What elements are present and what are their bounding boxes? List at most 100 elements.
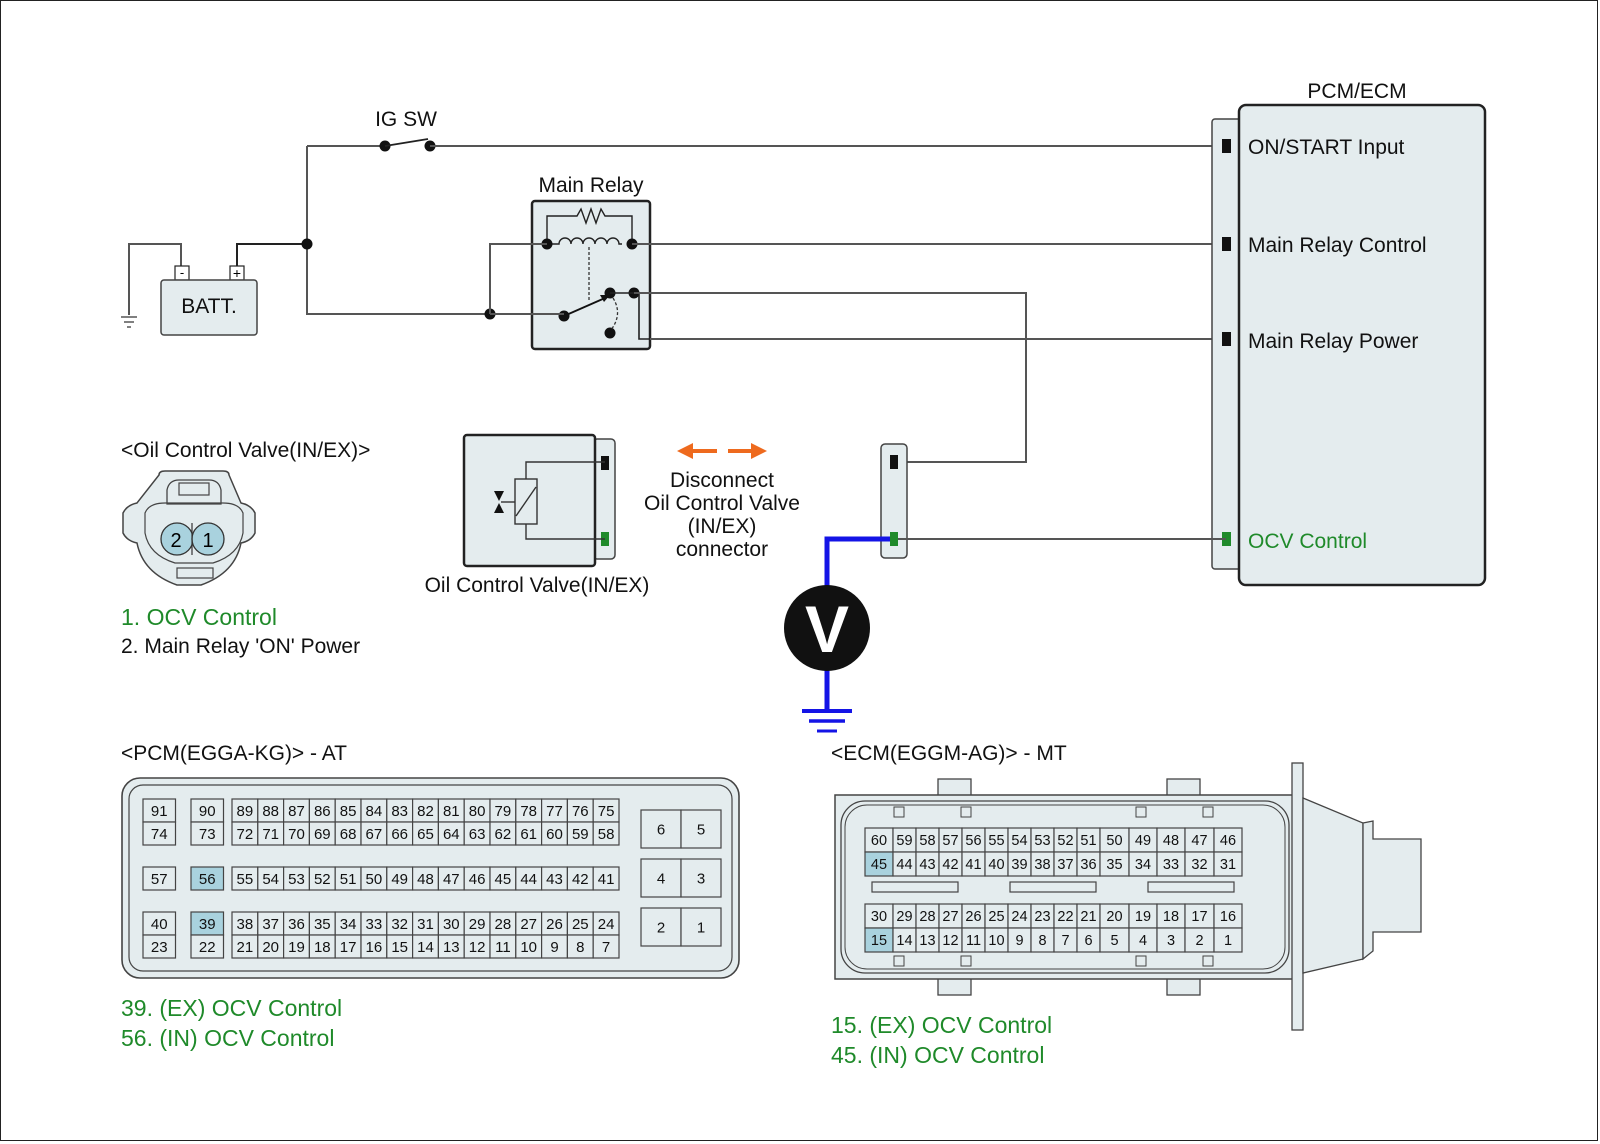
pcm-pin-number: 77 bbox=[546, 803, 563, 820]
disconnect-note-line: Disconnect bbox=[670, 469, 774, 492]
disconnect-note: Disconnect Oil Control Valve (IN/EX) con… bbox=[644, 443, 800, 561]
battery-label: BATT. bbox=[181, 295, 237, 318]
pcm-power-pin bbox=[680, 907, 722, 947]
ecm-pin bbox=[1213, 851, 1243, 877]
ecm-pin-number: 33 bbox=[1163, 857, 1179, 873]
pcm-pin-number: 81 bbox=[443, 803, 460, 820]
pcm-pin-number: 69 bbox=[314, 826, 331, 843]
pcm-power-pin-number: 4 bbox=[657, 871, 665, 888]
disconnect-note-line: Oil Control Valve bbox=[644, 492, 800, 515]
pcm-pin-number: 84 bbox=[366, 803, 383, 820]
ecm-pin-number: 39 bbox=[1011, 857, 1027, 873]
ecm-pin-number: 10 bbox=[988, 933, 1004, 949]
ecm-pin-number: 9 bbox=[1015, 933, 1023, 949]
ecm-pin-number: 40 bbox=[988, 857, 1004, 873]
pcm-pin-number: 80 bbox=[469, 803, 486, 820]
ecm-pin-number: 38 bbox=[1034, 857, 1050, 873]
ecm-pin bbox=[1213, 827, 1243, 853]
pcm-pin-number: 24 bbox=[598, 916, 615, 933]
pcm-pin-number: 25 bbox=[572, 916, 589, 933]
pcm-pin-number: 22 bbox=[199, 939, 216, 956]
pcm-pin-number: 73 bbox=[199, 826, 216, 843]
ecm-pin bbox=[1156, 927, 1186, 953]
voltmeter: V bbox=[784, 536, 890, 733]
pcm-pin-number: 91 bbox=[151, 803, 168, 820]
pcm-pin-number: 88 bbox=[262, 803, 279, 820]
disconnect-note-line: connector bbox=[676, 538, 768, 561]
pcm-connector-title: <PCM(EGGA-KG)> - AT bbox=[121, 742, 347, 765]
ecm-pin-number: 32 bbox=[1191, 857, 1207, 873]
ecm-pin-highlighted bbox=[864, 851, 894, 877]
pcm-pin-number: 27 bbox=[520, 916, 537, 933]
pcm-pin-number: 35 bbox=[314, 916, 331, 933]
pcm-pin-number: 20 bbox=[262, 939, 279, 956]
ecm-pin-number: 55 bbox=[988, 833, 1004, 849]
pcm-connector: <PCM(EGGA-KG)> - AT 91745740239073563922… bbox=[121, 742, 740, 1051]
ecm-pin-number: 20 bbox=[1106, 909, 1122, 925]
pcm-pin-number: 32 bbox=[391, 916, 408, 933]
ecm-pin-number: 24 bbox=[1011, 909, 1027, 925]
pcm-pin-number: 55 bbox=[237, 871, 254, 888]
pcm-pin-number: 7 bbox=[602, 939, 610, 956]
ecm-pin-number: 35 bbox=[1106, 857, 1122, 873]
pcm-pin-number: 51 bbox=[340, 871, 357, 888]
junction-dot bbox=[301, 238, 313, 250]
ecm-pin-number: 18 bbox=[1163, 909, 1179, 925]
pcm-pin-number: 23 bbox=[151, 939, 168, 956]
pcm-pin bbox=[142, 866, 177, 891]
battery-body bbox=[160, 279, 258, 336]
pcm-pin-number: 29 bbox=[469, 916, 486, 933]
pcm-pin bbox=[142, 821, 177, 846]
ecm-legend-item: 45. (IN) OCV Control bbox=[831, 1042, 1044, 1068]
pcm-pin-number: 90 bbox=[199, 803, 216, 820]
pcm-pin-number: 53 bbox=[288, 871, 305, 888]
pcm-pin-number: 85 bbox=[340, 803, 357, 820]
ecm-pin-number: 43 bbox=[919, 857, 935, 873]
pcm-power-pin-number: 1 bbox=[697, 920, 705, 937]
pcm-pin-number: 59 bbox=[572, 826, 589, 843]
pcm-power-pin bbox=[680, 858, 722, 898]
battery-negative-sign: - bbox=[180, 265, 184, 280]
pcm-pin-number: 87 bbox=[288, 803, 305, 820]
ecm-pin bbox=[1128, 927, 1158, 953]
ecm-pin bbox=[864, 827, 894, 853]
resistor-icon bbox=[546, 206, 633, 244]
ocv-connector-title: <Oil Control Valve(IN/EX)> bbox=[121, 439, 370, 462]
pcm-pin-number: 82 bbox=[417, 803, 434, 820]
ecm-pin-number: 37 bbox=[1057, 857, 1073, 873]
pcm-pin-number: 72 bbox=[237, 826, 254, 843]
ecm-pin-number: 14 bbox=[896, 933, 912, 949]
module-pin-label: Main Relay Control bbox=[1248, 234, 1427, 257]
voltmeter-symbol: V bbox=[805, 592, 849, 666]
pcm-power-pin bbox=[640, 858, 682, 898]
pcm-pin-number: 60 bbox=[546, 826, 563, 843]
disconnect-arrows-icon bbox=[677, 443, 767, 459]
pcm-pin-number: 44 bbox=[520, 871, 537, 888]
ecm-pin bbox=[1184, 927, 1215, 953]
ecm-pin-number: 44 bbox=[896, 857, 912, 873]
pcm-pin-highlighted bbox=[190, 866, 225, 891]
ecm-pin-number: 17 bbox=[1191, 909, 1207, 925]
pcm-pin-number: 12 bbox=[469, 939, 486, 956]
pcm-pin-number: 34 bbox=[340, 916, 357, 933]
relay-coil-feed-wire bbox=[489, 243, 547, 314]
pcm-pin-number: 75 bbox=[598, 803, 615, 820]
ecm-pin-number: 52 bbox=[1057, 833, 1073, 849]
ocv-connector-face: <Oil Control Valve(IN/EX)> 2 1 1. OCV Co… bbox=[121, 439, 370, 658]
pcm-pin bbox=[190, 821, 225, 846]
ocv-component-label: Oil Control Valve(IN/EX) bbox=[425, 574, 650, 597]
pcm-pin-number: 89 bbox=[237, 803, 254, 820]
pcm-ecm-module: PCM/ECM ON/START Input Main Relay Contro… bbox=[1211, 80, 1487, 587]
ocv-legend-item: 2. Main Relay 'ON' Power bbox=[121, 635, 360, 658]
pcm-power-pin-number: 6 bbox=[657, 822, 665, 839]
pcm-pin-number: 33 bbox=[366, 916, 383, 933]
ecm-pin bbox=[1213, 927, 1243, 953]
pcm-pin-number: 16 bbox=[366, 939, 383, 956]
pcm-pin-number: 65 bbox=[417, 826, 434, 843]
ecm-pin-number: 59 bbox=[896, 833, 912, 849]
ecm-pin-number: 4 bbox=[1139, 933, 1147, 949]
pcm-power-pin-number: 3 bbox=[697, 871, 705, 888]
pcm-pin-number: 9 bbox=[550, 939, 558, 956]
ecm-pin-number: 7 bbox=[1061, 933, 1069, 949]
pcm-power-pin bbox=[640, 809, 682, 849]
